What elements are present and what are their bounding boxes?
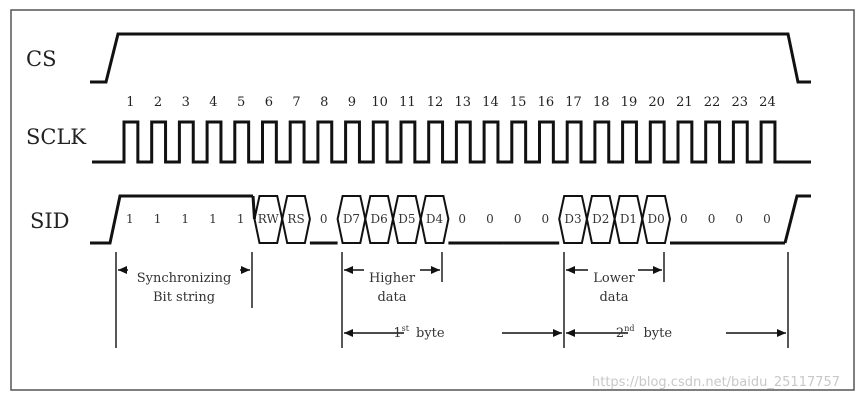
first-byte-suffix: st xyxy=(402,324,410,333)
clock-number: 22 xyxy=(704,95,721,110)
first-byte-word: byte xyxy=(416,326,445,341)
clock-number: 18 xyxy=(593,95,610,110)
sid-label: SID xyxy=(30,209,70,233)
lower-label-line2: data xyxy=(599,290,628,305)
sclk-waveform xyxy=(92,120,811,164)
watermark: https://blog.csdn.net/baidu_25117757 xyxy=(592,375,840,390)
clock-number: 8 xyxy=(320,95,328,110)
sid-bit-label: 0 xyxy=(458,212,466,226)
sync-arrow-left xyxy=(118,266,127,274)
clock-number: 3 xyxy=(182,95,190,110)
sid-bit-label: 1 xyxy=(154,212,162,226)
clock-number: 17 xyxy=(565,95,582,110)
sid-bit-label: D1 xyxy=(620,212,637,226)
clock-number: 16 xyxy=(538,95,555,110)
sid-bus-cell xyxy=(419,195,450,244)
sid-bit-label: 0 xyxy=(514,212,522,226)
sid-bit-label: 1 xyxy=(126,212,134,226)
sclk-label: SCLK xyxy=(26,125,86,149)
clock-number: 6 xyxy=(265,95,273,110)
clock-number: 11 xyxy=(399,95,416,110)
sid-bit-label: 1 xyxy=(209,212,217,226)
clock-number: 24 xyxy=(759,95,776,110)
clock-number: 23 xyxy=(731,95,748,110)
second-byte-suffix: nd xyxy=(624,324,634,333)
sid-sync-high xyxy=(90,194,253,245)
second-byte-arrow-left xyxy=(566,329,575,337)
clock-number: 20 xyxy=(648,95,665,110)
clock-number: 2 xyxy=(154,95,162,110)
sid-bit-label: 0 xyxy=(542,212,550,226)
annotations: Synchronizing Bit string Higher data Low… xyxy=(115,252,789,348)
lower-label-line1: Lower xyxy=(593,271,635,286)
higher-label-line2: data xyxy=(377,290,406,305)
clock-number: 10 xyxy=(371,95,388,110)
sync-label-bg xyxy=(128,262,240,278)
sid-end-rise xyxy=(783,194,811,244)
sid-bit-label: 0 xyxy=(735,212,743,226)
sid-bit-label: D7 xyxy=(343,212,360,226)
clock-number: 14 xyxy=(482,95,499,110)
clock-number: 19 xyxy=(621,95,638,110)
cs-waveform xyxy=(90,32,811,84)
clock-number: 21 xyxy=(676,95,693,110)
sid-bit-label: D2 xyxy=(592,212,609,226)
sync-arrow-right xyxy=(241,266,250,274)
clock-number: 13 xyxy=(454,95,471,110)
lower-arrow-right xyxy=(653,266,662,274)
second-byte-number: 2 xyxy=(616,326,624,341)
first-byte-arrow-left xyxy=(344,329,353,337)
sid-bit-label: 1 xyxy=(181,212,189,226)
sid-bit-label: 0 xyxy=(486,212,494,226)
clock-number: 7 xyxy=(292,95,300,110)
first-byte-arrow-right xyxy=(553,329,562,337)
sync-label-line2: Bit string xyxy=(153,290,215,305)
sid-bit-label: D4 xyxy=(426,212,444,226)
sid-bit-label: D6 xyxy=(371,212,388,226)
second-byte-arrow-right xyxy=(777,329,786,337)
sid-bit-label: D3 xyxy=(564,212,581,226)
sid-bit-label: D5 xyxy=(398,212,415,226)
sid-bit-label: D0 xyxy=(648,212,665,226)
sid-bit-label: 1 xyxy=(237,212,245,226)
cs-label: CS xyxy=(26,47,56,71)
clock-number: 15 xyxy=(510,95,527,110)
clock-number: 4 xyxy=(209,95,217,110)
sid-bit-label: 0 xyxy=(680,212,688,226)
sid-bus-cell xyxy=(281,195,311,244)
sid-waveform: 1 1 1 1 1 RW RS 0 D7 D6 D5 D4 0 0 0 0 D3 D2 D1 D0 0 0 0 0 xyxy=(90,194,811,245)
lower-label-bg xyxy=(588,262,638,278)
first-byte-label-bg xyxy=(404,322,502,342)
higher-arrow-right xyxy=(431,266,440,274)
sync-label-line1: Synchronizing xyxy=(137,271,232,286)
sid-bit-label: 0 xyxy=(708,212,716,226)
sid-bit-label: 0 xyxy=(320,212,328,226)
higher-label-line1: Higher xyxy=(369,271,416,286)
higher-label-bg xyxy=(364,262,420,278)
second-byte-label-bg xyxy=(628,322,726,342)
clock-number: 1 xyxy=(126,95,134,110)
first-byte-number: 1 xyxy=(393,326,401,341)
sid-bus-cell xyxy=(641,195,672,244)
second-byte-word: byte xyxy=(643,326,672,341)
higher-arrow-left xyxy=(344,266,353,274)
sid-bit-label: 0 xyxy=(763,212,771,226)
clock-number: 12 xyxy=(427,95,444,110)
clock-number: 9 xyxy=(348,95,356,110)
sid-low-segments xyxy=(251,195,785,245)
clock-number: 5 xyxy=(237,95,245,110)
sid-bit-label: RS xyxy=(287,212,304,226)
lower-arrow-left xyxy=(566,266,575,274)
sid-bit-label: RW xyxy=(258,212,280,226)
